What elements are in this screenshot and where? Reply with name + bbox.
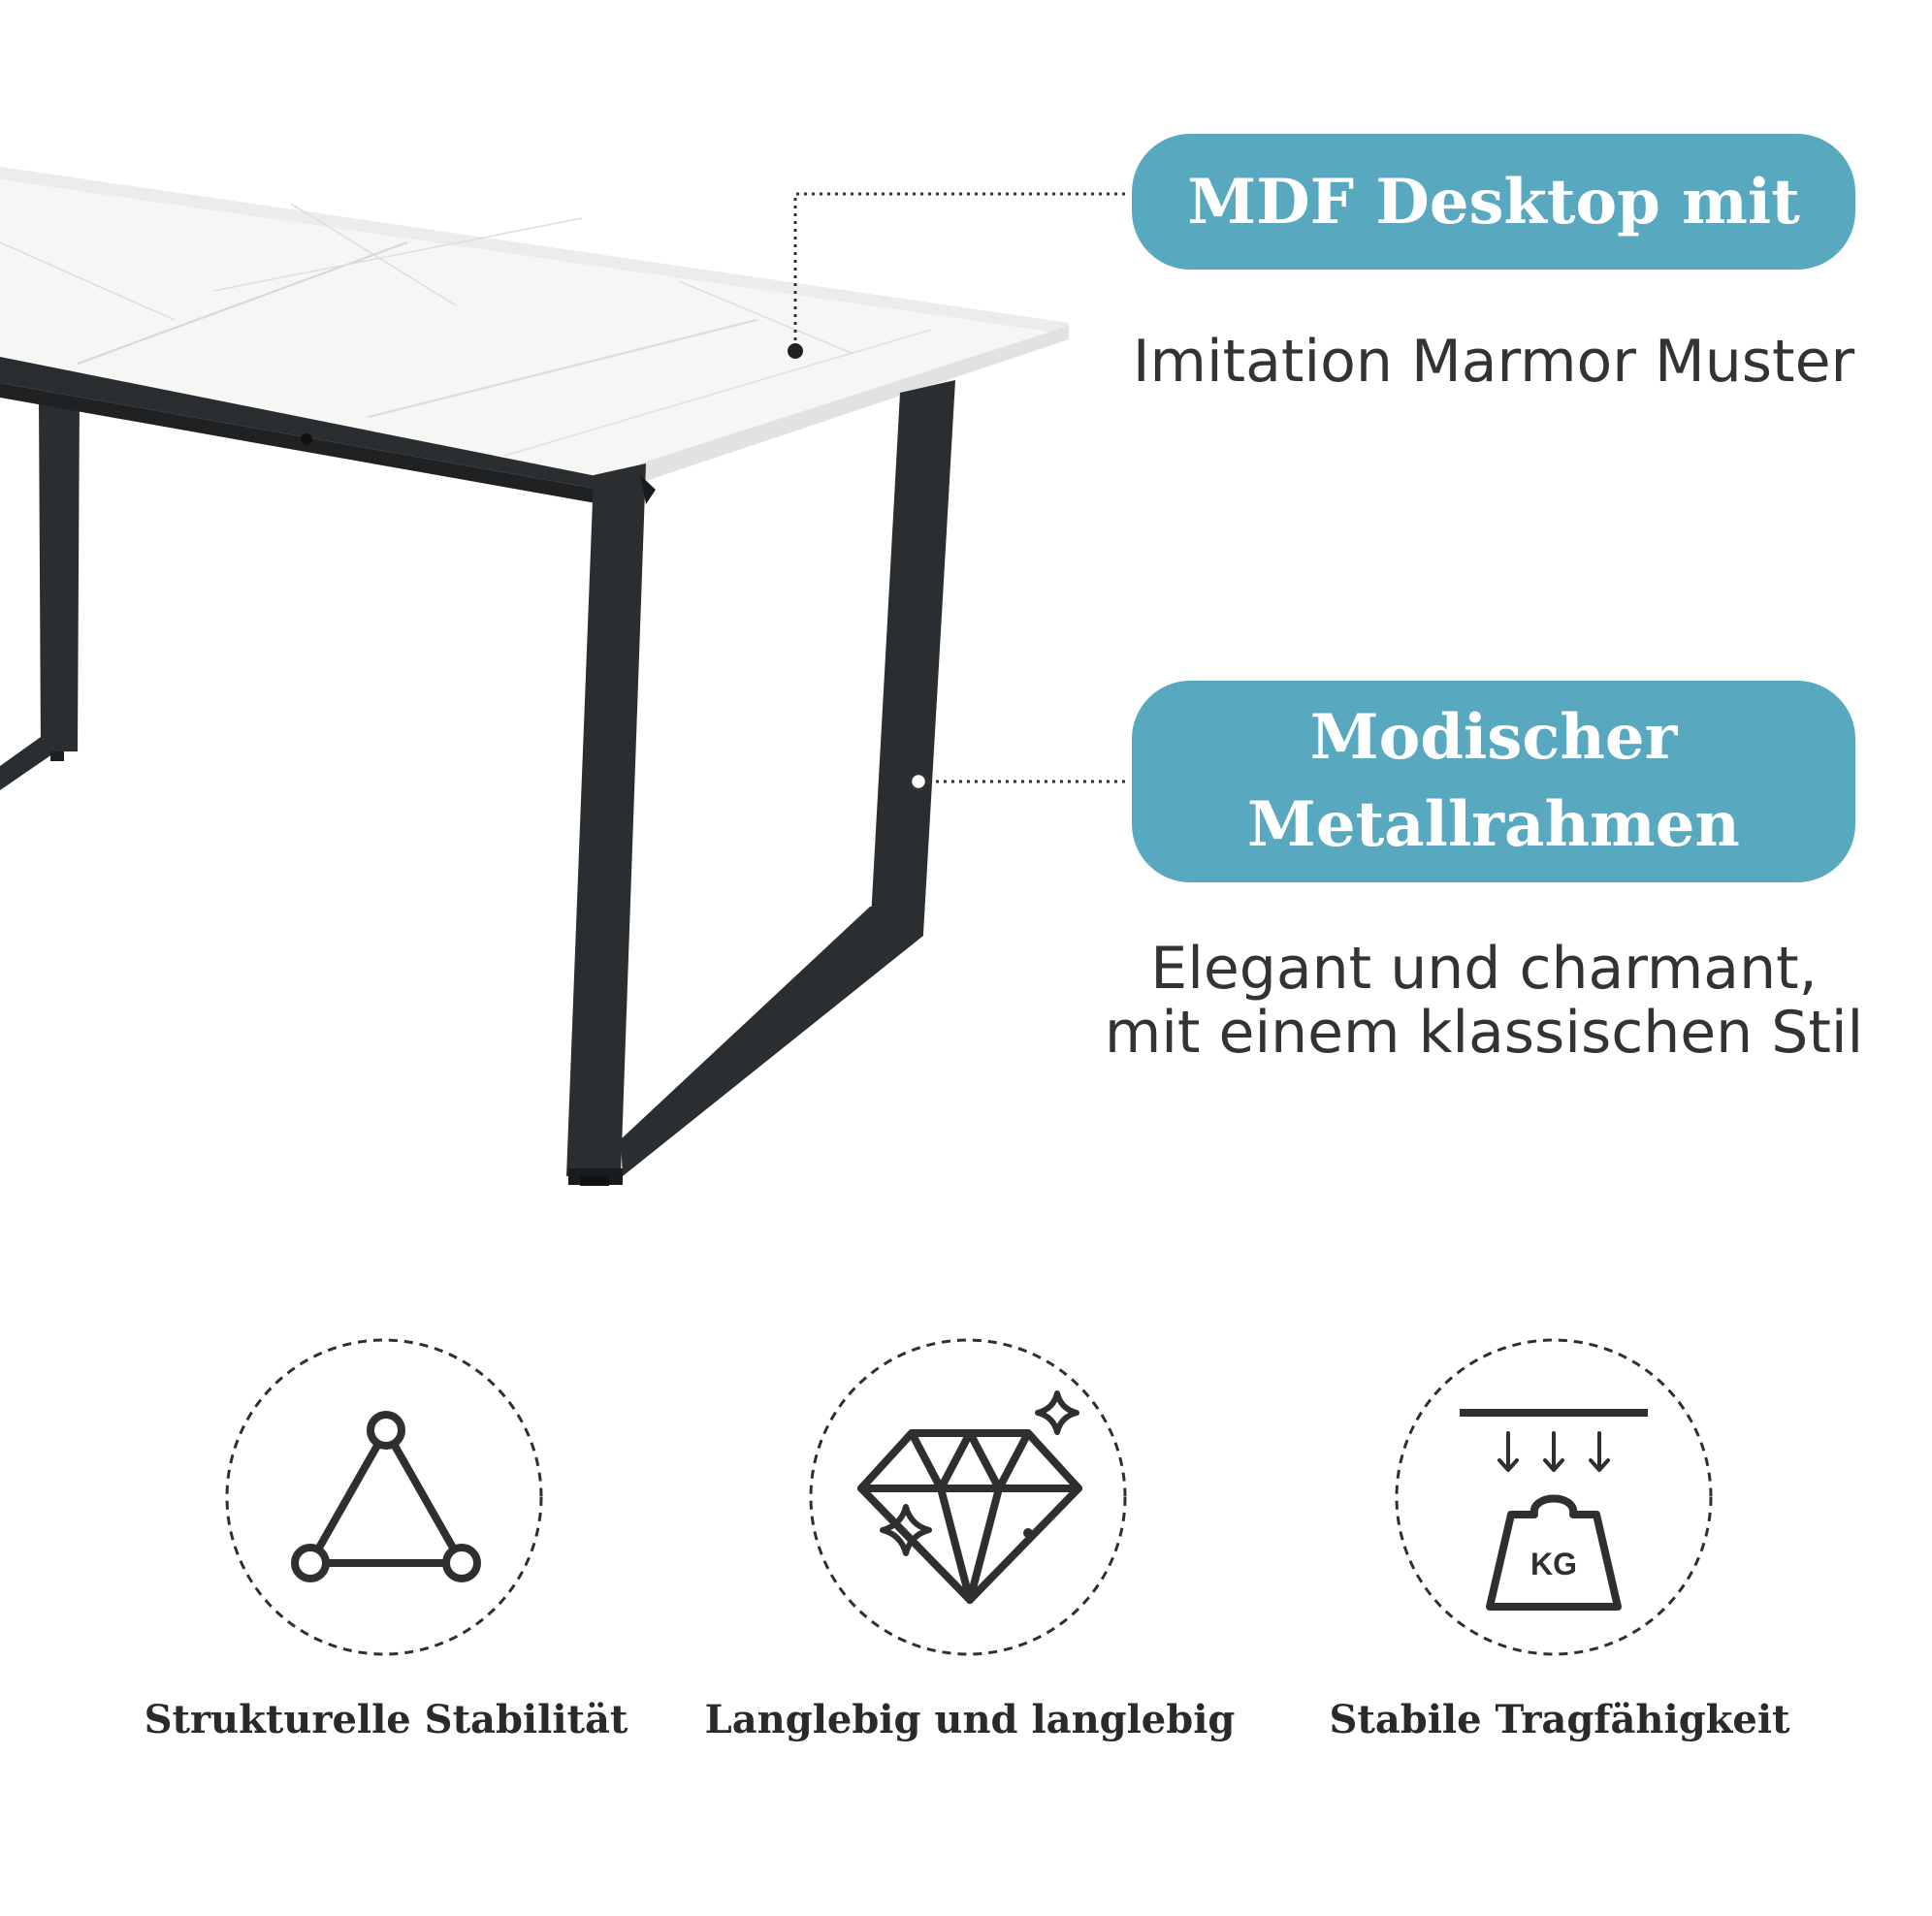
callout-title-tabletop-text: MDF Desktop mit [1187,165,1800,239]
feature-label-durability: Langlebig und langlebig [704,1697,1236,1742]
table-front-right-leg [566,380,955,1186]
feature-icon-load: KG [1395,1338,1713,1656]
callout-description-tabletop: Imitation Marmor Muster [1106,330,1882,394]
callout-description-frame-line-1: Elegant und charmant, [1150,935,1818,1003]
callout-title-frame-line-2: Metallrahmen [1247,788,1740,861]
kg-label: KG [1530,1547,1577,1581]
feature-label-stability: Strukturelle Stabilität [144,1697,628,1742]
feature-icon-durability [809,1338,1127,1656]
callout-title-frame-line-1: Modischer [1309,701,1678,774]
feature-icon-stability [225,1338,543,1656]
callout-description-tabletop-line-1: Imitation Marmor Muster [1132,328,1855,396]
callout-title-tabletop: MDF Desktop mit [1132,134,1855,270]
callout-connector-2 [909,772,1125,791]
callout-title-frame: Modischer Metallrahmen [1132,681,1855,882]
callout-description-frame: Elegant und charmant, mit einem klassisc… [1077,937,1891,1065]
marble-tabletop [0,167,1069,483]
feature-label-load: Stabile Tragfähigkeit [1329,1697,1790,1742]
callout-connector-1 [788,192,1125,359]
callout-description-frame-line-2: mit einem klassischen Stil [1104,999,1864,1067]
table-back-left-leg [0,398,80,790]
